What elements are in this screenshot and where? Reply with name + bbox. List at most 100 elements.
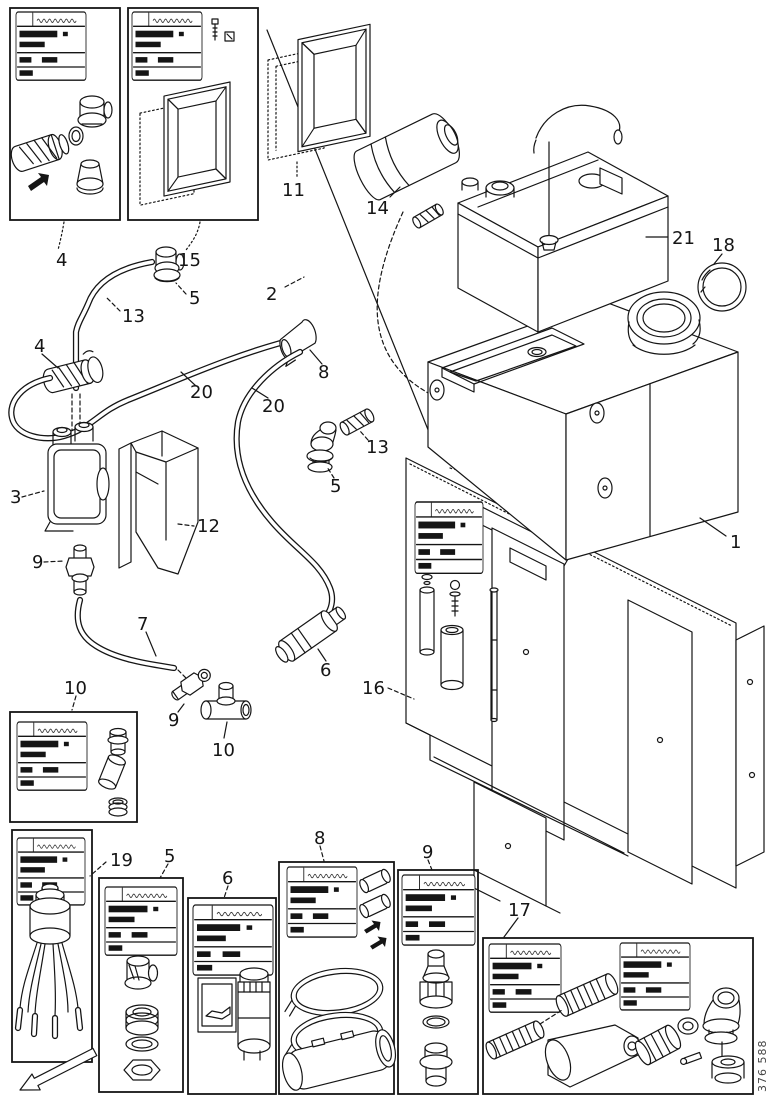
svg-text:14: 14 [366,198,389,219]
svg-text:6: 6 [320,660,331,681]
svg-text:19: 19 [110,850,133,871]
part-3-pump [44,421,110,532]
part-5-elbow-mid [306,421,337,473]
kit-4-parts [10,95,113,195]
drawing-number: 376 588 [756,1040,769,1093]
kit-8-parts [281,868,397,1091]
svg-text:13: 13 [122,306,145,327]
svg-text:17: 17 [508,900,531,921]
kit-17-parts [485,973,745,1088]
callout-8-kit: 8 [314,828,325,862]
elbow-17 [702,987,741,1059]
kit-6-parts [197,967,271,1061]
callout-10-kit: 10 [64,678,87,711]
svg-text:1: 1 [730,532,741,553]
callout-14: 14 [366,186,401,219]
part-10-tee [200,681,252,720]
part-1-tank [427,291,739,561]
svg-text:20: 20 [262,396,285,417]
kit-box-10 [9,711,138,823]
callout-18: 18 [712,235,735,265]
callout-17: 17 [503,900,531,938]
callout-6-kit: 6 [222,868,233,899]
kit-9-parts [419,949,453,1087]
kit-box-6 [187,897,277,1095]
hose-2-line [266,29,474,470]
part-16-bracket [405,457,765,914]
svg-text:5: 5 [189,288,200,309]
callout-20-right: 20 [251,387,285,417]
fastener-icons [211,18,235,42]
kit-box-5 [98,877,184,1093]
svg-text:12: 12 [197,516,220,537]
label-card [401,874,476,946]
svg-text:4: 4 [34,336,45,357]
callout-9-plug: 9 [168,703,185,731]
part-11-frame [267,23,371,161]
callout-1: 1 [699,517,741,553]
label-card [488,943,562,1013]
callout-5-top: 5 [175,282,200,309]
part-9-plug [171,668,211,701]
svg-text:18: 18 [712,235,735,256]
callout-4-box: 4 [56,221,67,271]
svg-text:8: 8 [318,362,329,383]
callout-15: 15 [178,221,201,271]
part-4-strainer [42,350,104,394]
svg-text:5: 5 [330,476,341,497]
label-card [619,942,691,1011]
kit-box-15 [127,7,259,221]
label-card [15,11,87,81]
label-card [192,904,274,976]
kit-box-19 [11,829,93,1063]
callout-4-strainer: 4 [34,336,59,369]
part-13-tube-mid [339,408,375,436]
part-9-fitting [65,544,95,596]
callout-16: 16 [362,678,415,700]
label-card [104,886,178,956]
part-18-cap [697,262,747,312]
hose-20-right [233,348,336,630]
callout-5-mid: 5 [326,466,341,497]
kit-box-17 [482,937,754,1095]
callout-3: 3 [10,487,45,508]
kit-5-parts [123,955,161,1081]
callout-9-kit: 9 [422,842,433,871]
part-13-tube-top [412,203,444,229]
kit-10-parts [98,727,129,817]
kit-19-harness [14,883,84,1040]
hose-7 [74,596,187,679]
label-card [131,11,203,81]
svg-text:5: 5 [164,846,175,867]
callout-21: 21 [645,228,695,249]
svg-text:20: 20 [190,382,213,403]
part-14-canister [353,113,460,201]
svg-text:15: 15 [178,250,201,271]
svg-text:4: 4 [56,250,67,271]
svg-text:21: 21 [672,228,695,249]
callout-2: 2 [266,276,305,305]
svg-text:2: 2 [266,284,277,305]
svg-text:9: 9 [168,710,179,731]
funnel-duct [544,1024,641,1088]
kit-box-8 [278,861,395,1095]
callout-7: 7 [137,614,157,657]
part-21-box [457,104,669,333]
svg-text:11: 11 [282,180,305,201]
callout-8: 8 [309,349,329,383]
svg-text:9: 9 [422,842,433,863]
part-8-elbow [279,319,317,367]
hose-20-left [8,334,304,442]
callout-20-left: 20 [180,371,213,403]
part-6-inline [275,606,347,663]
svg-text:16: 16 [362,678,385,699]
callout-19: 19 [89,850,133,877]
callout-12: 12 [177,516,220,537]
label-card [16,721,88,791]
svg-text:8: 8 [314,828,325,849]
callout-11: 11 [282,161,305,201]
svg-text:3: 3 [10,487,21,508]
svg-text:6: 6 [222,868,233,889]
